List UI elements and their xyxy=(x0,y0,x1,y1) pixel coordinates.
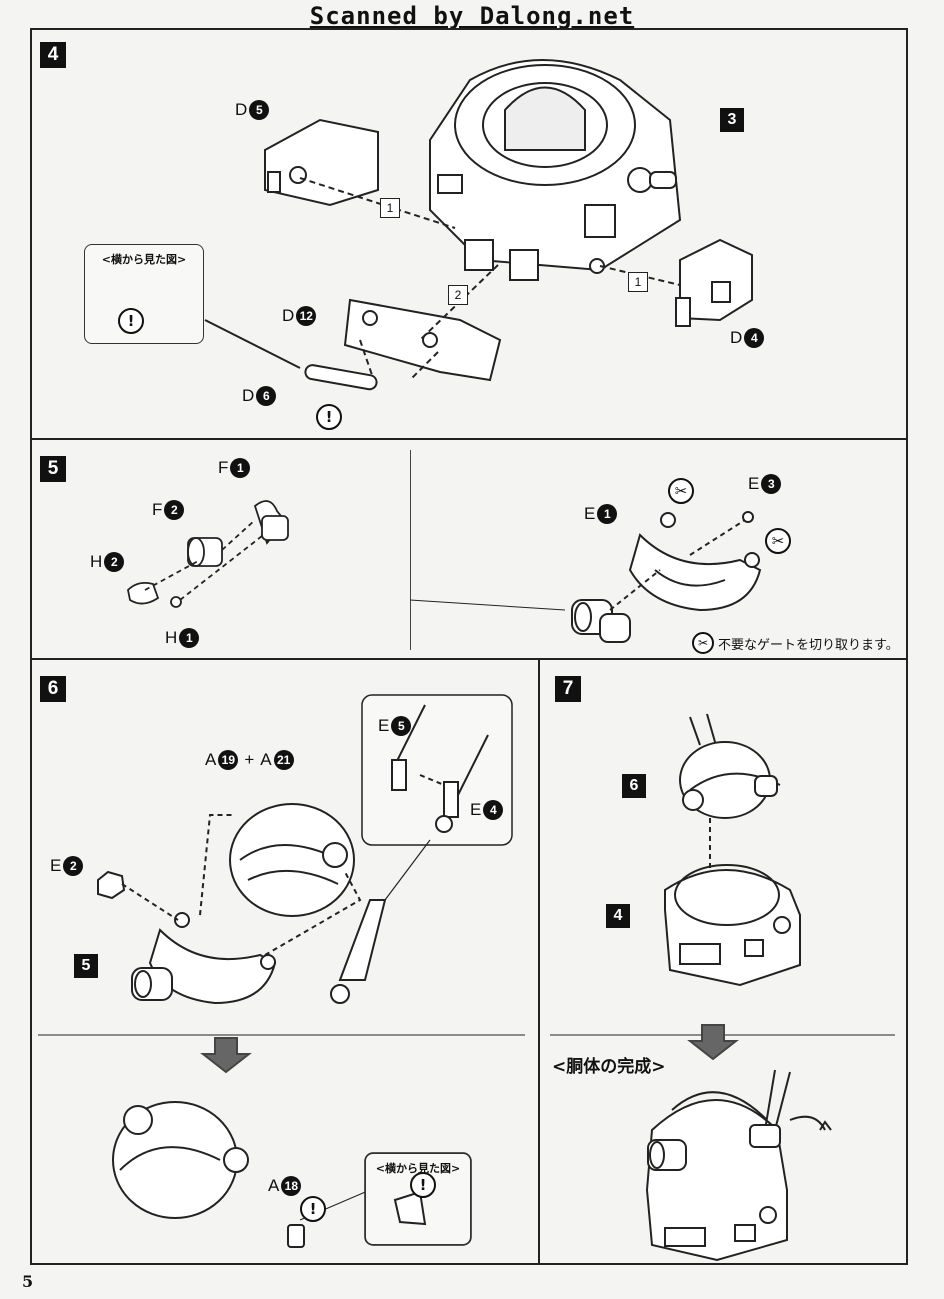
step-number-7: 7 xyxy=(555,676,581,702)
divider-step4-5 xyxy=(30,438,908,440)
page-number: 5 xyxy=(22,1272,34,1291)
step-number-5: 5 xyxy=(40,456,66,482)
divider-step5-67 xyxy=(30,658,908,660)
divider-step5-inner xyxy=(410,450,411,650)
assembly-box-6: 6 xyxy=(622,774,646,798)
divider-step6-7 xyxy=(538,658,540,1265)
side-view-callout-step6: <横から見た図> xyxy=(365,1153,471,1245)
cut-gate-icon: ✂ xyxy=(668,478,694,504)
caution-icon: ! xyxy=(300,1196,326,1222)
callout-title: <横から見た図> xyxy=(375,1162,461,1175)
sequence-marker-1-left: 1 xyxy=(380,198,400,218)
caution-icon: ! xyxy=(410,1172,436,1198)
cut-gate-icon: ✂ xyxy=(692,632,714,654)
caution-icon: ! xyxy=(316,404,342,430)
sequence-marker-1-right: 1 xyxy=(628,272,648,292)
scan-header: Scanned by Dalong.net xyxy=(309,2,635,30)
sequence-marker-2: 2 xyxy=(448,285,468,305)
completion-title: <胴体の完成> xyxy=(552,1057,666,1077)
step-number-6: 6 xyxy=(40,676,66,702)
side-view-callout-step4: <横から見た図> xyxy=(84,244,204,344)
assembly-box-4: 4 xyxy=(606,904,630,928)
assembly-box-3: 3 xyxy=(720,108,744,132)
caution-icon: ! xyxy=(118,308,144,334)
assembly-box-5: 5 xyxy=(74,954,98,978)
callout-title: <横から見た図> xyxy=(101,253,187,266)
instruction-frame xyxy=(30,28,908,1265)
gate-cut-note: ✂ 不要なゲートを切り取ります。 xyxy=(692,632,899,654)
cut-gate-icon: ✂ xyxy=(765,528,791,554)
step-number-4: 4 xyxy=(40,42,66,68)
